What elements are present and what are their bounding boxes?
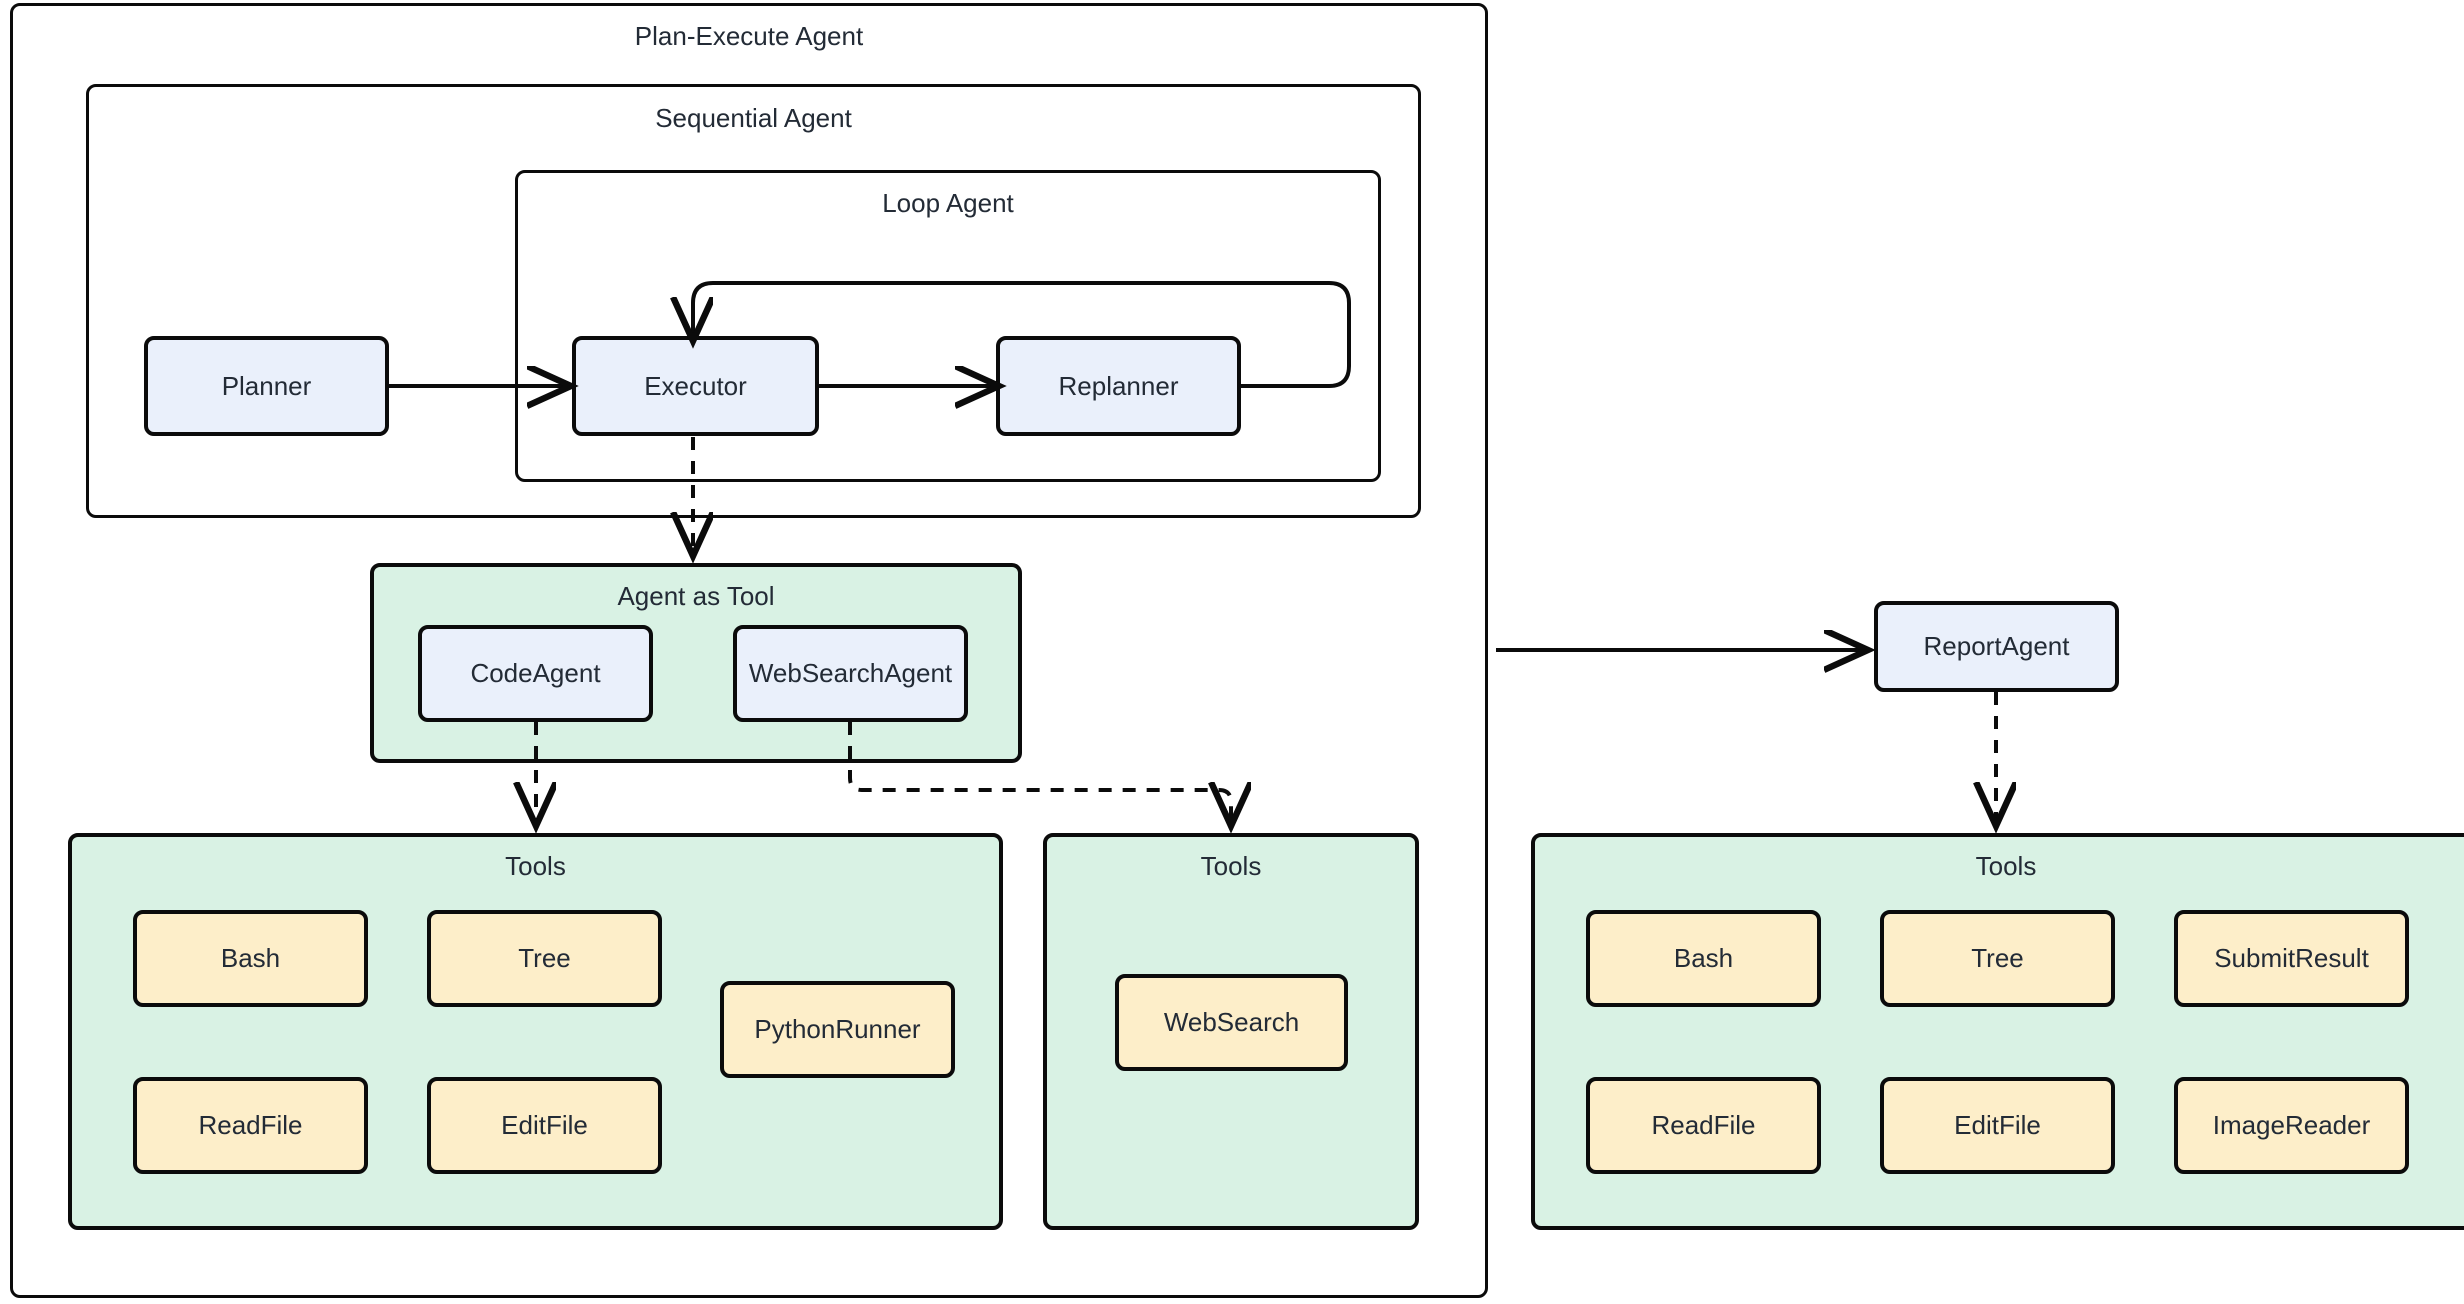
container-title-code-tools: Tools [505,851,566,881]
node-planner[interactable]: Planner [144,336,389,436]
node-report-agent[interactable]: ReportAgent [1874,601,2119,692]
node-websearch-agent[interactable]: WebSearchAgent [733,625,968,722]
tool-editfile-code[interactable]: EditFile [427,1077,662,1174]
container-title-loop-agent: Loop Agent [882,188,1014,218]
tool-readfile-report[interactable]: ReadFile [1586,1077,1821,1174]
container-title-agent-as-tool: Agent as Tool [617,581,775,611]
tool-editfile-report[interactable]: EditFile [1880,1077,2115,1174]
tool-submitresult-report[interactable]: SubmitResult [2174,910,2409,1007]
tool-websearch[interactable]: WebSearch [1115,974,1348,1071]
container-title-websearch-tools: Tools [1200,851,1262,881]
tool-imagereader-report[interactable]: ImageReader [2174,1077,2409,1174]
tool-pythonrunner-code[interactable]: PythonRunner [720,981,955,1078]
tool-bash-report[interactable]: Bash [1586,910,1821,1007]
node-code-agent[interactable]: CodeAgent [418,625,653,722]
tool-readfile-code[interactable]: ReadFile [133,1077,368,1174]
node-executor[interactable]: Executor [572,336,819,436]
tool-tree-code[interactable]: Tree [427,910,662,1007]
tool-bash-code[interactable]: Bash [133,910,368,1007]
container-title-sequential-agent: Sequential Agent [655,103,852,133]
container-title-report-tools: Tools [1975,851,2037,881]
container-title-plan-execute-agent: Plan-Execute Agent [634,21,864,51]
node-replanner[interactable]: Replanner [996,336,1241,436]
tool-tree-report[interactable]: Tree [1880,910,2115,1007]
